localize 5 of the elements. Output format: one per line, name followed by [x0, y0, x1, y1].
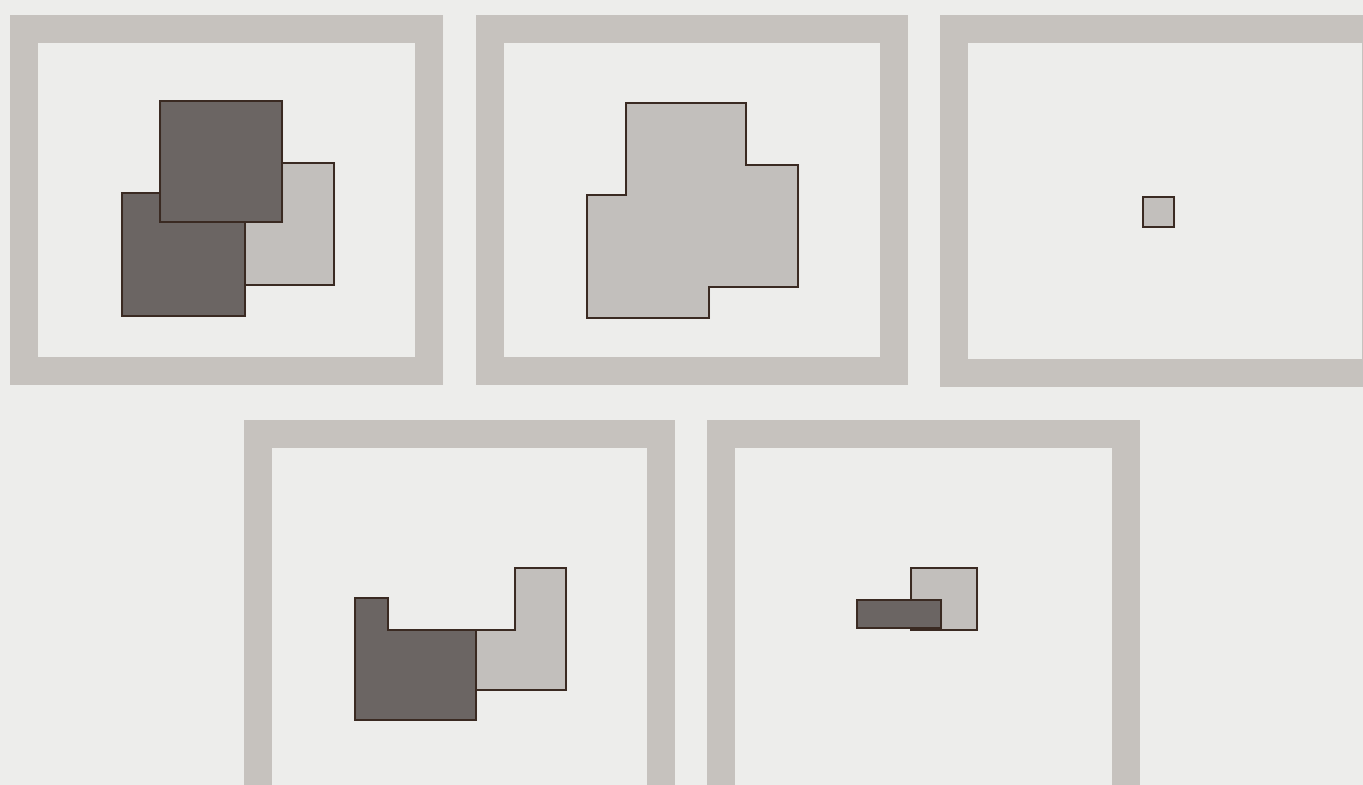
frame [10, 15, 443, 385]
frame [476, 15, 908, 385]
frame [940, 15, 1363, 387]
frame [707, 420, 1140, 785]
frame [244, 420, 675, 785]
